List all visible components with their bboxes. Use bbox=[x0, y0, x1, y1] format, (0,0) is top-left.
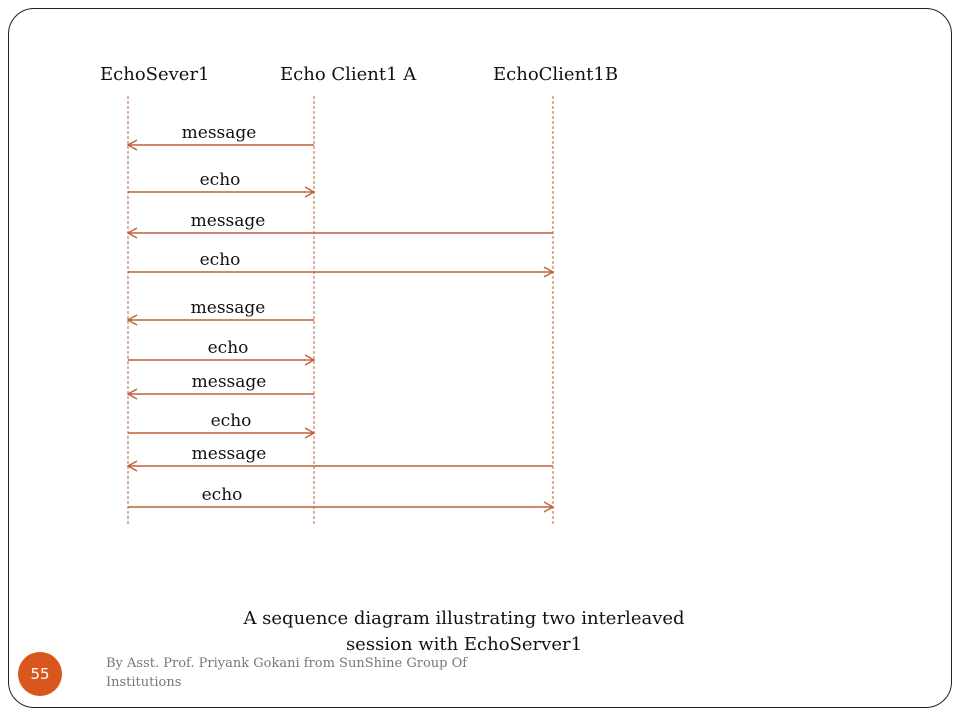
message-label: message bbox=[191, 211, 266, 231]
message-label: echo bbox=[200, 250, 241, 270]
actor-echo-client-a: Echo Client1 A bbox=[280, 64, 417, 85]
slide-frame bbox=[8, 8, 952, 708]
diagram-caption: A sequence diagram illustrating two inte… bbox=[243, 608, 685, 655]
arrowhead-icon bbox=[304, 354, 316, 366]
message-arrow-9: message bbox=[126, 444, 553, 472]
arrowhead-icon bbox=[304, 186, 316, 198]
arrowhead-icon bbox=[126, 227, 138, 239]
message-arrow-7: message bbox=[126, 372, 314, 400]
message-arrow-6: echo bbox=[128, 338, 316, 366]
arrowhead-icon bbox=[543, 266, 555, 278]
message-label: message bbox=[191, 298, 266, 318]
arrowhead-icon bbox=[543, 501, 555, 513]
arrowhead-icon bbox=[304, 427, 316, 439]
arrowhead-icon bbox=[126, 139, 138, 151]
message-arrow-1: message bbox=[126, 123, 314, 151]
footer-credit: By Asst. Prof. Priyank Gokani from SunSh… bbox=[106, 656, 468, 690]
messages: message echo message echo message echo message… bbox=[126, 123, 555, 513]
arrowhead-icon bbox=[126, 314, 138, 326]
lifelines bbox=[127, 96, 554, 526]
actor-echo-server: EchoSever1 bbox=[100, 64, 210, 85]
message-label: message bbox=[192, 444, 267, 464]
message-arrow-5: message bbox=[126, 298, 314, 326]
message-label: message bbox=[192, 372, 267, 392]
message-arrow-2: echo bbox=[128, 170, 316, 198]
slide-number-badge: 55 bbox=[18, 652, 62, 696]
arrowhead-icon bbox=[126, 388, 138, 400]
arrowhead-icon bbox=[126, 460, 138, 472]
message-arrow-4: echo bbox=[128, 250, 555, 278]
actor-echo-client-b: EchoClient1B bbox=[493, 64, 619, 85]
message-label: echo bbox=[202, 485, 243, 505]
message-label: echo bbox=[200, 170, 241, 190]
message-arrow-3: message bbox=[126, 211, 553, 239]
message-arrow-8: echo bbox=[128, 411, 316, 439]
message-label: echo bbox=[208, 338, 249, 358]
message-label: echo bbox=[211, 411, 252, 431]
message-label: message bbox=[182, 123, 257, 143]
message-arrow-10: echo bbox=[128, 485, 555, 513]
